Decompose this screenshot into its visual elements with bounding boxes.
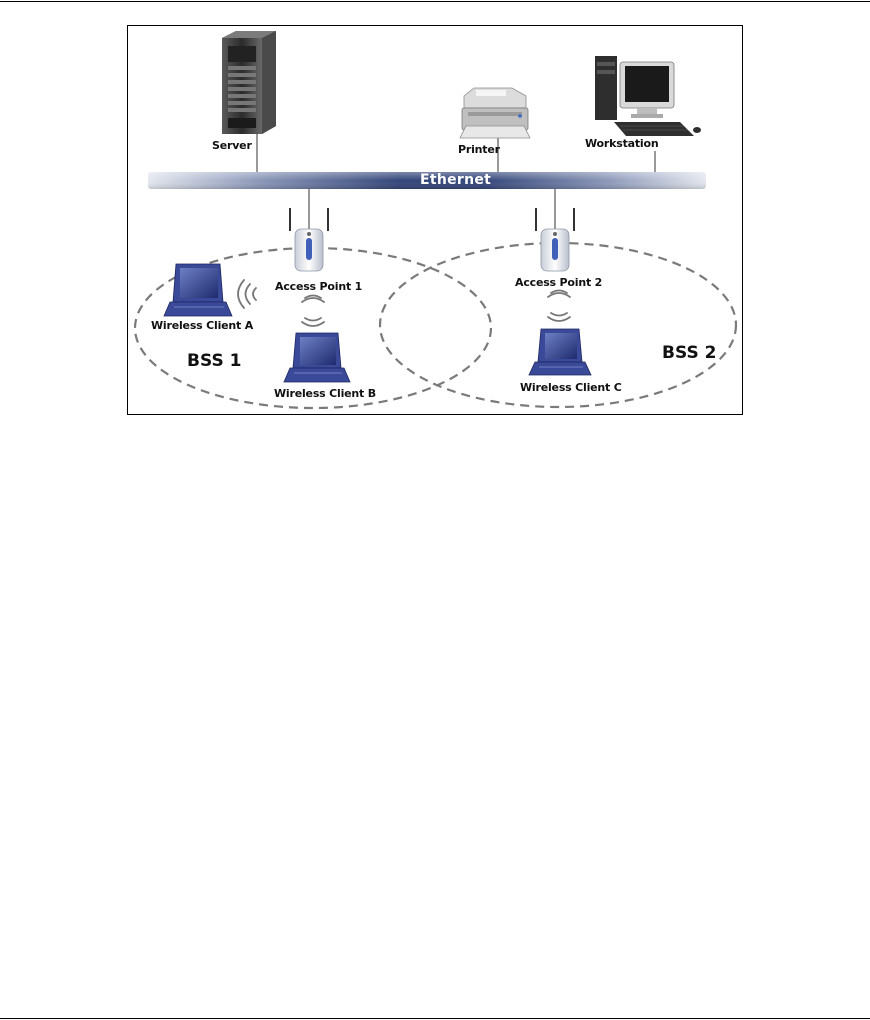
workstation-label: Workstation: [585, 137, 658, 150]
network-diagram: Ethernet Server Printer Workstation Acce…: [127, 25, 743, 415]
laptop-icon: [164, 264, 232, 316]
laptop-icon: [529, 329, 591, 375]
footer-rule: [0, 1018, 870, 1019]
server-label: Server: [212, 139, 252, 152]
bss1-label: BSS 1: [187, 351, 241, 371]
wireless-client-a-label: Wireless Client A: [151, 319, 253, 332]
printer-label: Printer: [458, 143, 500, 156]
laptop-icon: [284, 333, 350, 382]
bss2-label: BSS 2: [662, 343, 716, 363]
header-rule: [0, 1, 870, 2]
wireless-client-b-label: Wireless Client B: [274, 387, 376, 400]
server-icon: [222, 31, 276, 134]
ethernet-label: Ethernet: [420, 172, 491, 188]
access-point-2-label: Access Point 2: [515, 276, 602, 289]
wireless-client-c-label: Wireless Client C: [520, 381, 622, 394]
workstation-icon: [595, 56, 701, 136]
access-point-1-label: Access Point 1: [275, 280, 362, 293]
printer-icon: [460, 88, 530, 138]
